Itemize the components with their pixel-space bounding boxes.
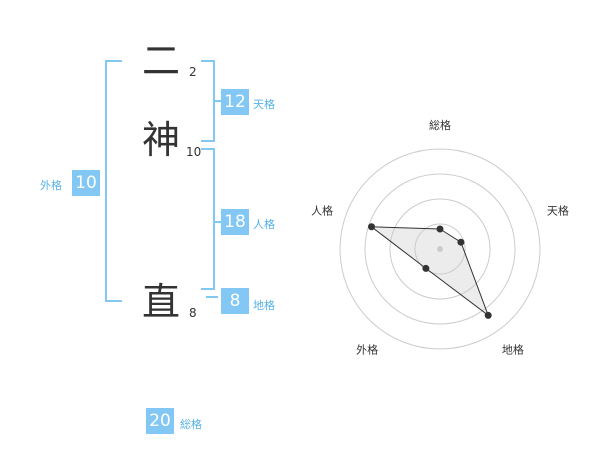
jinkaku-connector [213,221,221,223]
soukaku-label: 総格 [180,418,202,431]
radar-ring-3 [364,173,516,325]
radar-point-0 [436,225,444,233]
jinkaku-label: 人格 [253,218,275,231]
radar-ring-2 [389,198,491,300]
chikaku-label: 地格 [253,299,275,312]
stroke-count-1: 2 [189,65,197,79]
name-char-1: 二 [142,39,181,83]
name-char-2: 神 [142,118,181,162]
soukaku-score: 20 [146,408,174,434]
radar-axis-label-1: 天格 [547,204,569,218]
radar-ring-1 [414,223,466,275]
gaikaku-score: 10 [72,170,100,196]
name-char-3: 直 [142,280,181,324]
radar-center [437,246,443,252]
radar-axis-label-4: 人格 [311,204,333,218]
jinkaku-bracket [201,148,215,290]
radar-point-1 [457,238,465,246]
chikaku-score: 8 [221,288,249,314]
radar-ring-4 [339,148,541,350]
radar-points [368,223,492,319]
tenkaku-score: 12 [221,89,249,115]
tenkaku-label: 天格 [253,98,275,111]
gaikaku-bracket [105,60,122,302]
jinkaku-score: 18 [221,209,249,235]
radar-point-4 [368,223,376,231]
tenkaku-connector [213,100,221,102]
radar-grid [339,148,541,350]
radar-axis-label-0: 総格 [429,118,451,132]
radar-axis-label-2: 地格 [502,342,524,356]
stroke-count-2: 10 [186,145,202,159]
radar-point-3 [422,264,430,272]
radar-axis-label-3: 外格 [356,342,378,356]
radar-area [369,226,490,317]
radar-point-2 [484,311,492,319]
gaikaku-label: 外格 [40,179,62,192]
chikaku-connector [206,296,218,298]
stroke-count-3: 8 [189,306,197,320]
